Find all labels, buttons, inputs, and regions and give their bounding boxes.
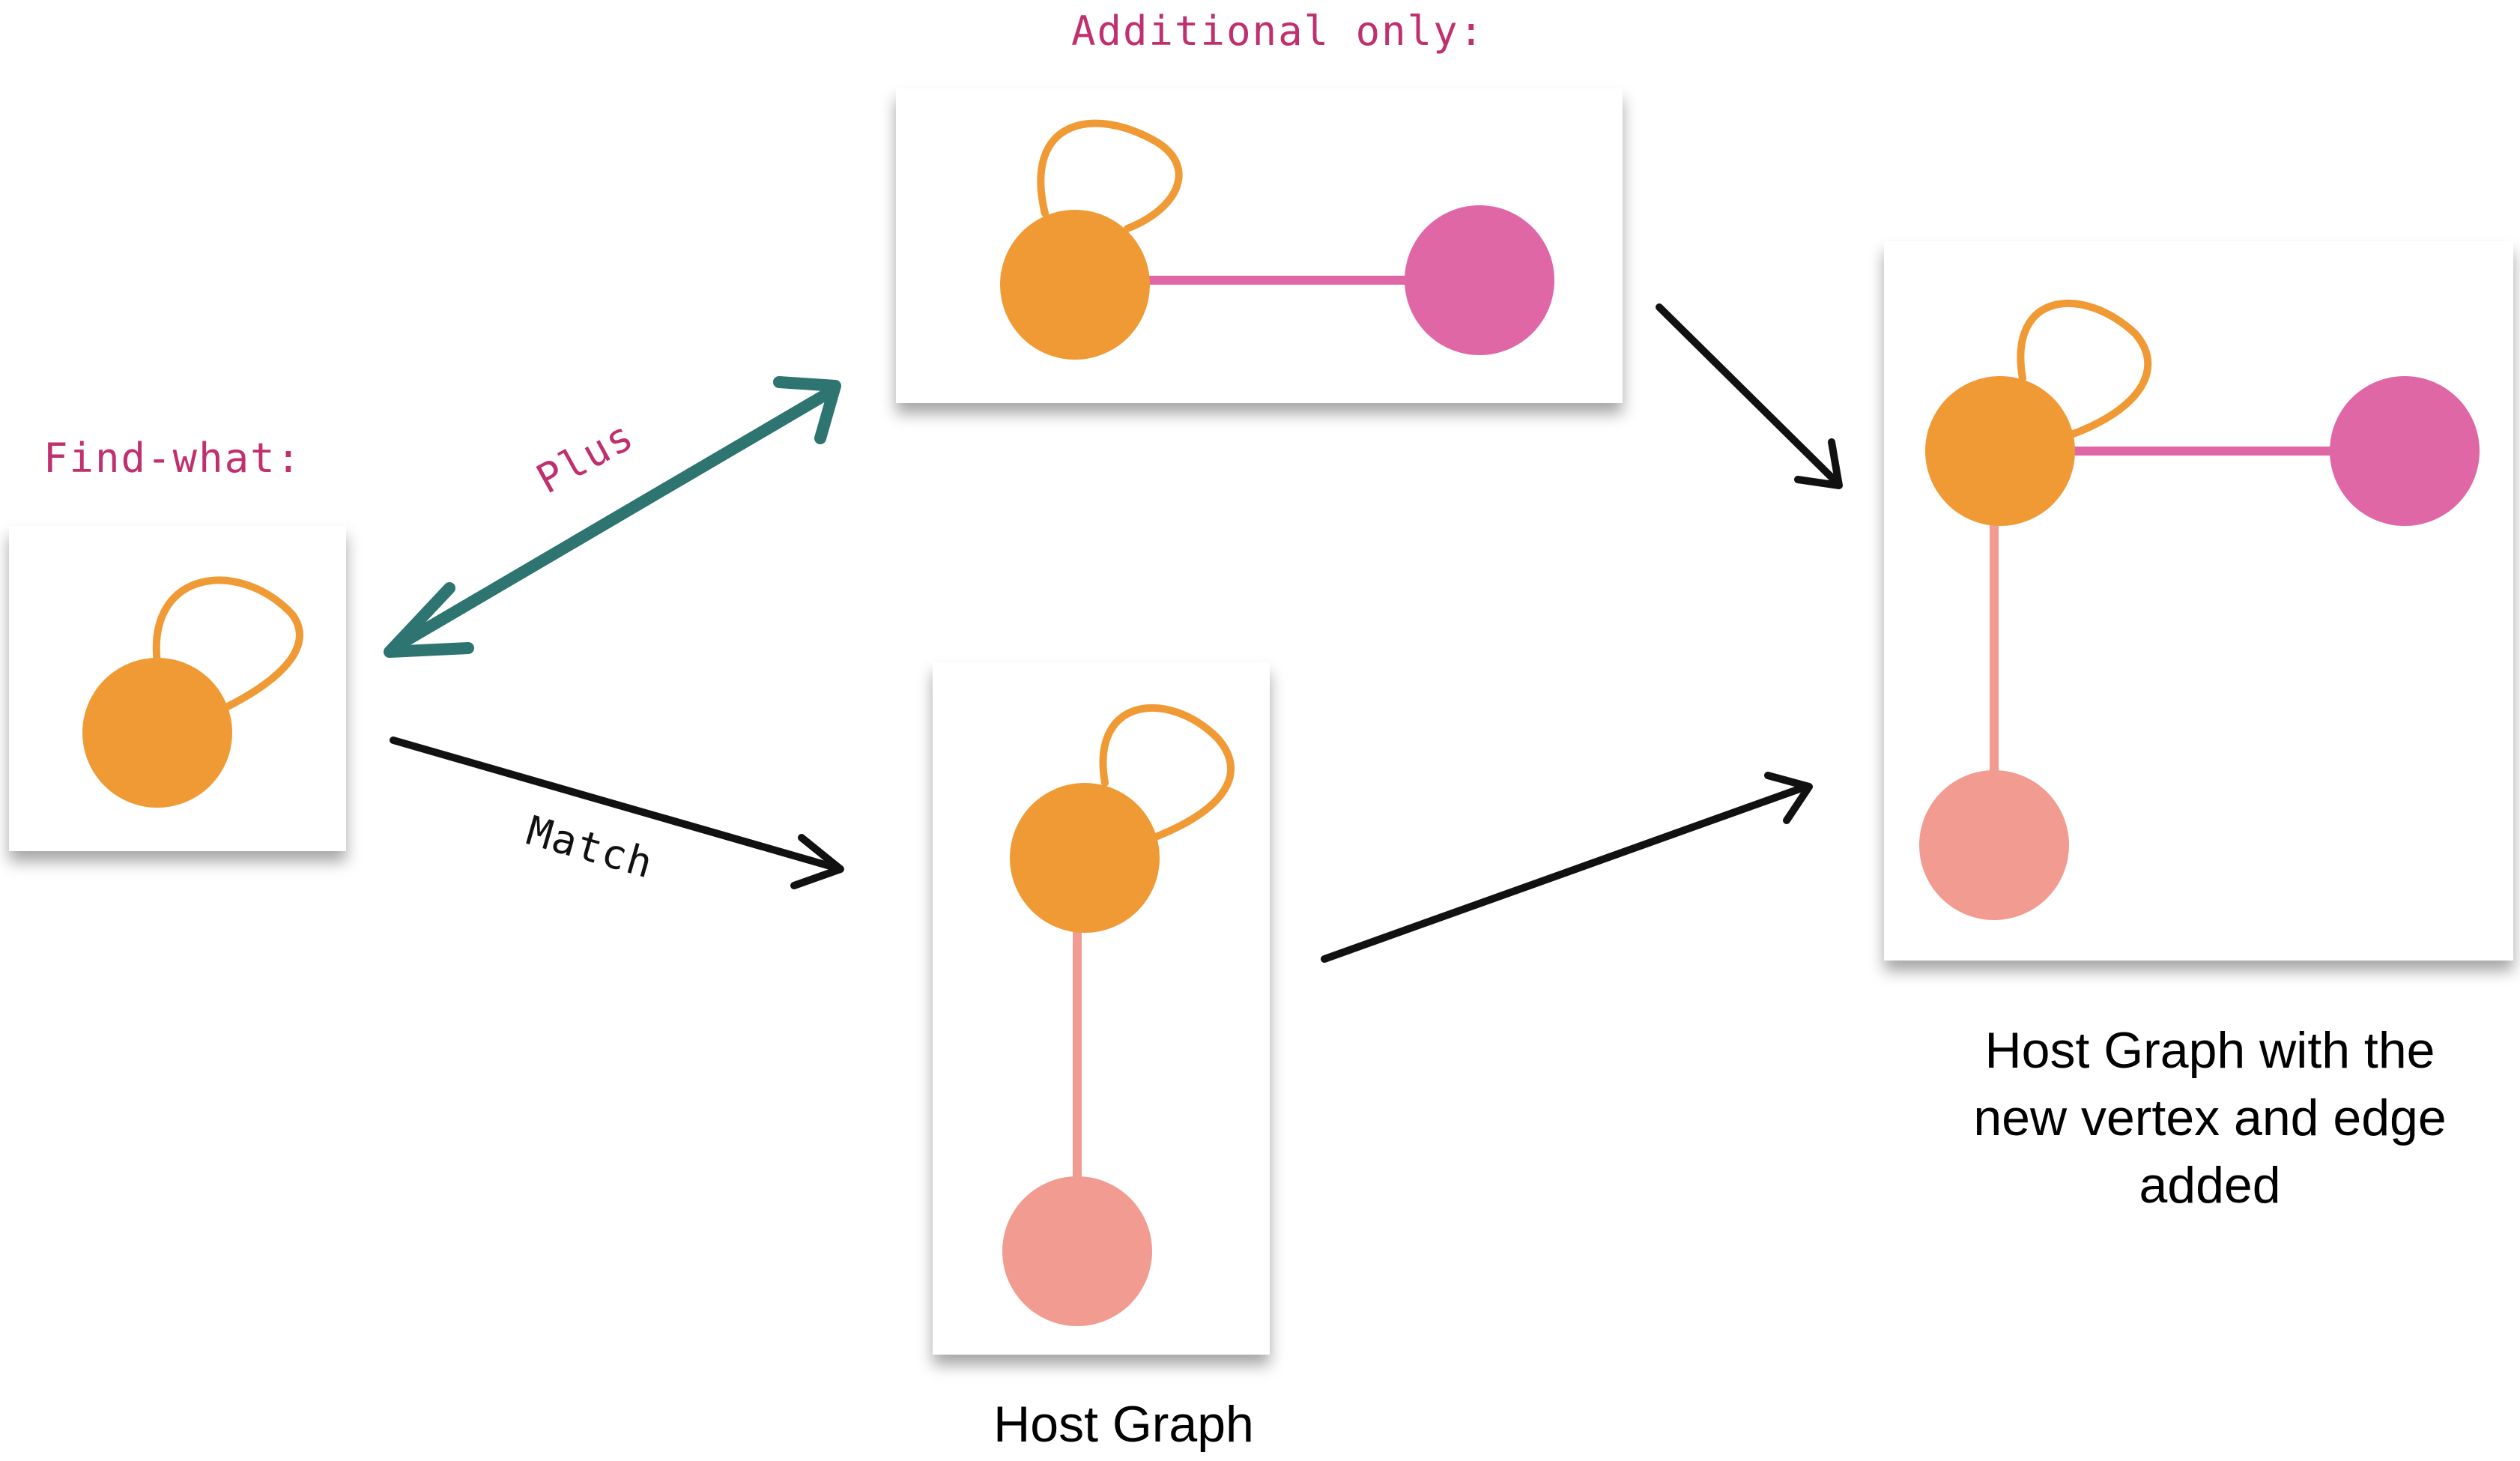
result-orange-vertex — [1925, 376, 2075, 526]
additional-self-loop — [1037, 119, 1183, 232]
additional-only-panel — [896, 88, 1623, 403]
host-graph-panel — [933, 662, 1270, 1355]
host-to-result-arrow-icon — [1321, 772, 1813, 963]
result-panel — [1884, 241, 2513, 961]
result-caption-line2: new vertex and edge — [1973, 1089, 2446, 1146]
result-self-loop — [2017, 299, 2152, 438]
host-graph-self-loop — [1099, 704, 1235, 843]
host-graph-caption: Host Graph — [993, 1396, 1254, 1453]
find-what-label: Find-what: — [43, 435, 302, 482]
find-what-self-loop — [152, 576, 303, 712]
plus-label: Plus — [529, 411, 642, 503]
host-graph-orange-vertex — [1010, 783, 1160, 933]
find-what-panel — [9, 526, 346, 851]
result-pink-vertex — [2330, 376, 2480, 526]
find-what-orange-vertex — [82, 658, 232, 808]
match-label: Match — [521, 807, 658, 888]
additional-to-result-arrow-icon — [1656, 303, 1843, 489]
result-caption-line3: added — [2139, 1157, 2280, 1214]
plus-arrow-icon — [384, 376, 841, 658]
match-arrow-icon — [390, 736, 844, 889]
result-caption-line1: Host Graph with the — [1985, 1022, 2435, 1079]
additional-orange-vertex — [1000, 210, 1150, 360]
host-graph-salmon-vertex — [1002, 1176, 1152, 1326]
result-salmon-vertex — [1919, 770, 2069, 920]
additional-pink-vertex — [1405, 205, 1554, 355]
additional-only-label: Additional only: — [1071, 7, 1485, 55]
